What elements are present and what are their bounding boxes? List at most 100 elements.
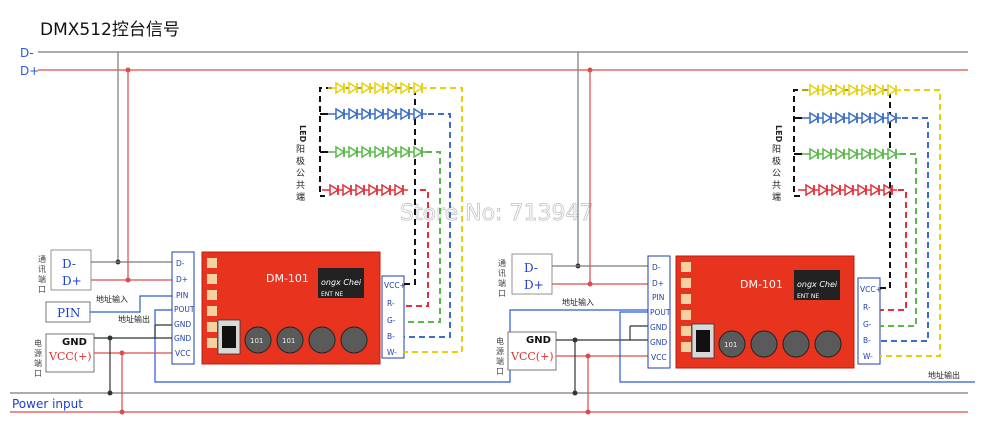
svg-text:B-: B- bbox=[387, 332, 395, 341]
led-diode-icon bbox=[857, 183, 868, 197]
svg-text:讯: 讯 bbox=[498, 269, 506, 278]
svg-text:共: 共 bbox=[296, 180, 305, 191]
led-diode-icon bbox=[822, 147, 833, 161]
led-diode-icon bbox=[831, 183, 842, 197]
comm-port-label: 通 讯 端 口 bbox=[38, 254, 46, 294]
led-diode-icon bbox=[335, 107, 346, 121]
svg-text:ENT NE: ENT NE bbox=[797, 293, 819, 300]
svg-text:VCC(+): VCC(+) bbox=[510, 350, 554, 363]
led-diode-icon bbox=[329, 183, 340, 197]
led-row-green bbox=[328, 145, 427, 159]
comm-d-plus-label: D+ bbox=[62, 274, 82, 288]
right-pin-strip bbox=[381, 275, 405, 359]
svg-text:PIN: PIN bbox=[176, 291, 188, 300]
power-bus: Power input bbox=[10, 392, 968, 413]
led-diode-icon bbox=[848, 147, 859, 161]
led-diode-icon bbox=[835, 83, 846, 97]
led-diode-icon bbox=[848, 111, 859, 125]
left-pin-strip bbox=[171, 251, 195, 365]
svg-text:VCC: VCC bbox=[651, 353, 667, 362]
module-1: D- D+ 通 讯 端 口 PIN 地址输入 地址输出 GND VCC(+) 电… bbox=[34, 52, 648, 415]
svg-text:端: 端 bbox=[38, 274, 46, 284]
address-output-label: 地址输出 bbox=[118, 314, 150, 324]
dm101-board: DM-101 ongx Chei ENT NE 101 101 bbox=[201, 251, 381, 365]
led-diode-icon bbox=[887, 111, 898, 125]
power-port-label: 电 源 端 口 bbox=[34, 338, 42, 378]
led-row-green-2 bbox=[802, 147, 901, 161]
svg-text:端: 端 bbox=[772, 191, 781, 203]
led-diode-icon bbox=[870, 183, 881, 197]
svg-text:端: 端 bbox=[34, 358, 42, 368]
board-model-label: DM-101 bbox=[266, 272, 309, 285]
svg-text:G-: G- bbox=[387, 316, 396, 325]
svg-text:D+: D+ bbox=[176, 275, 188, 284]
led-diode-icon bbox=[400, 81, 411, 95]
led-diode-icon bbox=[387, 145, 398, 159]
led-row-blue-2 bbox=[802, 111, 901, 125]
svg-text:源: 源 bbox=[496, 347, 504, 356]
store-watermark: Store No: 713947 bbox=[400, 201, 593, 226]
led-diode-icon bbox=[874, 111, 885, 125]
led-diode-icon bbox=[822, 111, 833, 125]
dm101-board-2: DM-101 ongx Chei ENT NE 101 bbox=[675, 255, 855, 369]
led-diode-icon bbox=[394, 183, 405, 197]
right-pin-strip-2 bbox=[857, 277, 881, 365]
module-2: D- D+ 通 讯 端 口 地址输入 GND VCC(+) 电 源 端 口 地址… bbox=[496, 52, 975, 415]
svg-text:ENT NE: ENT NE bbox=[321, 291, 343, 298]
led-diode-icon bbox=[848, 83, 859, 97]
led-diode-icon bbox=[883, 183, 894, 197]
pin-box-label: PIN bbox=[57, 306, 80, 320]
power-box-2 bbox=[507, 331, 557, 371]
led-diode-icon bbox=[861, 83, 872, 97]
svg-text:GND: GND bbox=[650, 338, 667, 347]
svg-text:极: 极 bbox=[772, 155, 781, 167]
svg-text:G-: G- bbox=[863, 320, 872, 329]
led-diode-icon bbox=[413, 107, 424, 121]
power-port-label-2: 电 源 端 口 bbox=[496, 336, 504, 376]
led-diode-icon bbox=[844, 183, 855, 197]
svg-text:ongx Chei: ongx Chei bbox=[797, 280, 838, 289]
led-diode-icon bbox=[809, 111, 820, 125]
left-pin-labels-2: D- D+ PIN POUT GND GND VCC bbox=[650, 263, 671, 362]
svg-text:口: 口 bbox=[34, 369, 42, 378]
led-row-blue bbox=[328, 107, 427, 121]
led-diode-icon bbox=[348, 81, 359, 95]
led-diode-icon bbox=[400, 107, 411, 121]
svg-text:端: 端 bbox=[498, 278, 506, 288]
led-row-red-2 bbox=[798, 183, 897, 197]
svg-text:源: 源 bbox=[34, 349, 42, 358]
svg-text:VCC+: VCC+ bbox=[384, 281, 406, 290]
comm-port-box-2 bbox=[511, 253, 553, 295]
svg-text:R-: R- bbox=[863, 303, 871, 312]
led-diode-icon bbox=[355, 183, 366, 197]
led-diode-icon bbox=[835, 147, 846, 161]
svg-text:电: 电 bbox=[496, 336, 504, 346]
power-box bbox=[45, 333, 95, 373]
svg-text:讯: 讯 bbox=[38, 265, 46, 274]
svg-text:电: 电 bbox=[34, 338, 42, 348]
led-common-anode-label-2: LED 阳 极 公 共 端 bbox=[772, 125, 783, 203]
led-diode-icon bbox=[348, 107, 359, 121]
led-diode-icon bbox=[361, 81, 372, 95]
comm-d-minus-label: D- bbox=[62, 257, 76, 271]
svg-text:LED: LED bbox=[298, 125, 307, 143]
led-diode-icon bbox=[861, 111, 872, 125]
led-diode-icon bbox=[413, 145, 424, 159]
svg-text:D-: D- bbox=[176, 259, 185, 268]
led-diode-icon bbox=[348, 145, 359, 159]
led-row-yellow bbox=[328, 81, 427, 95]
svg-text:GND: GND bbox=[174, 334, 191, 343]
led-diode-icon bbox=[361, 145, 372, 159]
led-diode-icon bbox=[818, 183, 829, 197]
svg-text:D+: D+ bbox=[652, 279, 664, 288]
led-diode-icon bbox=[335, 81, 346, 95]
d-minus-bus-label: D- bbox=[20, 46, 34, 60]
led-diode-icon bbox=[874, 147, 885, 161]
address-input-label: 地址输入 bbox=[96, 294, 128, 304]
led-diode-icon bbox=[809, 83, 820, 97]
gnd-box-label: GND bbox=[62, 337, 87, 348]
svg-text:GND: GND bbox=[526, 335, 551, 346]
svg-text:D-: D- bbox=[652, 263, 661, 272]
svg-text:101: 101 bbox=[250, 337, 263, 345]
svg-text:D-: D- bbox=[524, 261, 538, 275]
